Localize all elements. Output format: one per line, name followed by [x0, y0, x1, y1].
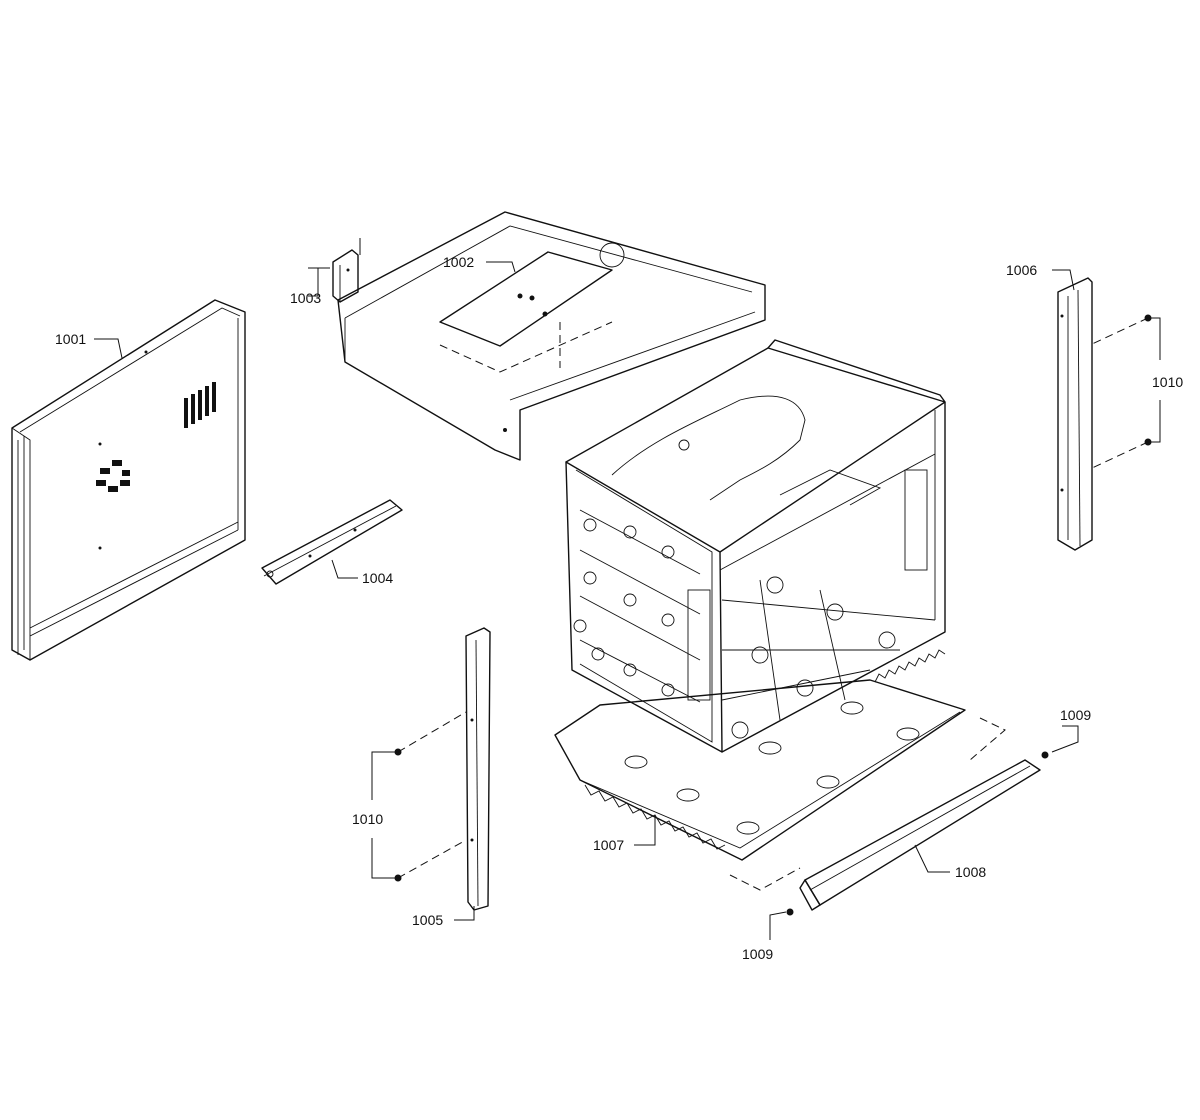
callout-1009-bottom: 1009 [742, 946, 773, 962]
screw-1009-bottom [786, 908, 794, 916]
callout-1006: 1006 [1006, 262, 1037, 278]
part-1007-bottom-pan [554, 649, 966, 861]
callout-1008: 1008 [955, 864, 986, 880]
part-oven-chassis [565, 339, 946, 753]
screw-set [394, 314, 1152, 916]
part-1005-rail [465, 627, 491, 911]
part-1002-top-cover [337, 211, 766, 461]
part-1003-bracket [332, 238, 361, 303]
leader-lines [94, 261, 1161, 940]
callout-1002: 1002 [443, 254, 474, 270]
callout-1001: 1001 [55, 331, 86, 347]
callout-1003: 1003 [290, 290, 321, 306]
callout-1010-right: 1010 [1152, 374, 1183, 390]
part-1004-strip [261, 499, 403, 585]
part-1008-trim [729, 717, 1041, 911]
callout-1007: 1007 [593, 837, 624, 853]
part-1006-rail [1057, 277, 1093, 551]
callout-1010-left: 1010 [352, 811, 383, 827]
part-1001-panel [11, 299, 246, 661]
callout-1004: 1004 [362, 570, 393, 586]
callout-1009-top: 1009 [1060, 707, 1091, 723]
callout-labels: 1001 1002 1003 1004 1006 1010 1010 1005 … [55, 254, 1183, 962]
callout-1005: 1005 [412, 912, 443, 928]
screw-1009-top [1041, 751, 1049, 759]
